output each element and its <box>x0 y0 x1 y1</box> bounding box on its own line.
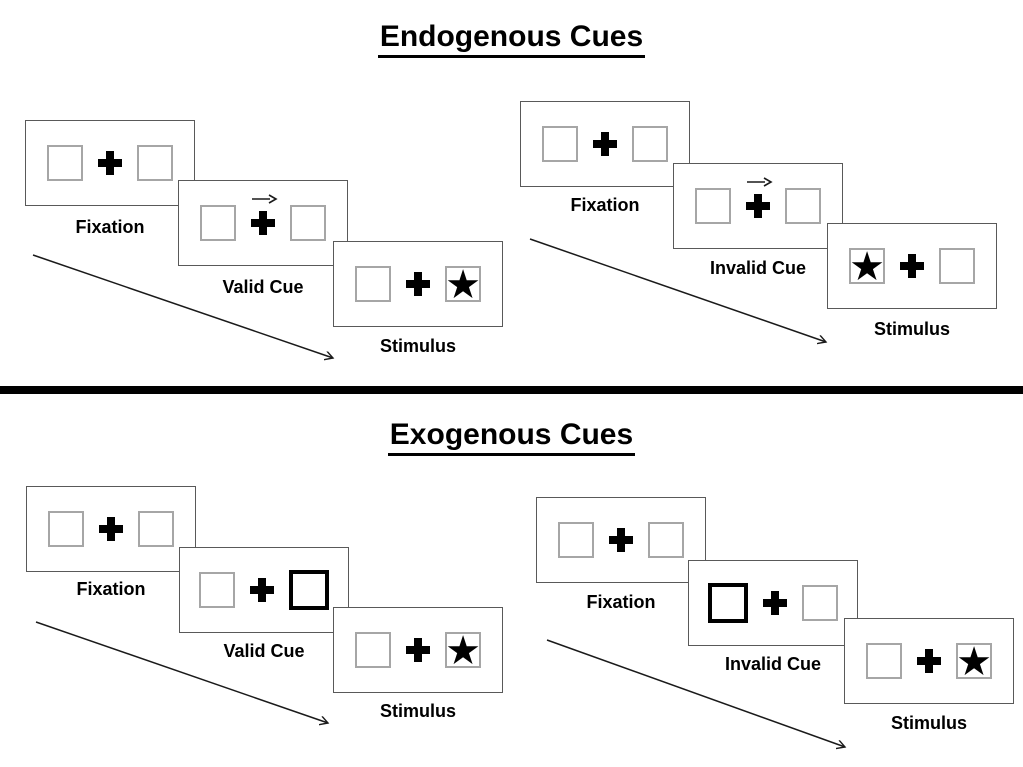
endo-valid-cue-panel <box>178 180 348 266</box>
endo-valid-stimulus-panel: ★ <box>333 241 503 327</box>
endogenous-section-title: Endogenous Cues <box>0 20 1023 58</box>
left-box <box>695 188 731 224</box>
section-divider <box>0 386 1023 394</box>
right-box <box>802 585 838 621</box>
left-box <box>355 266 391 302</box>
frame-label: Fixation <box>570 195 640 215</box>
star-icon: ★ <box>445 628 481 674</box>
frame-label: Valid Cue <box>222 277 304 297</box>
exo-invalid-stimulus-panel: ★ <box>844 618 1014 704</box>
right-box <box>137 145 173 181</box>
endo-invalid-cue-panel <box>673 163 843 249</box>
fixation-cross-icon <box>406 272 430 296</box>
fixation-cross-icon <box>250 578 274 602</box>
timeline-arrow <box>529 238 842 352</box>
right-box-cue-highlight <box>289 570 329 610</box>
exo-valid-stimulus-panel: ★ <box>333 607 503 693</box>
exogenous-section-title: Exogenous Cues <box>0 418 1023 456</box>
right-box-with-star: ★ <box>956 639 992 685</box>
fixation-cross-icon <box>98 151 122 175</box>
left-box <box>199 572 235 608</box>
frame-label: Fixation <box>75 217 145 237</box>
frame-label: Fixation <box>586 592 656 612</box>
left-box <box>355 632 391 668</box>
star-icon: ★ <box>956 639 992 685</box>
timeline-arrow <box>32 254 347 368</box>
timeline-arrow <box>35 621 344 731</box>
frame-label: Stimulus <box>890 713 967 733</box>
fixation-cross-icon <box>99 517 123 541</box>
left-box <box>47 145 83 181</box>
endo-invalid-stimulus-panel: ★ <box>827 223 997 309</box>
right-box <box>632 126 668 162</box>
fixation-cross-icon <box>406 638 430 662</box>
left-box <box>558 522 594 558</box>
right-box <box>290 205 326 241</box>
left-box <box>866 643 902 679</box>
frame-label: Stimulus <box>379 701 456 721</box>
left-box <box>200 205 236 241</box>
fixation-cross-icon <box>251 211 275 235</box>
star-icon: ★ <box>445 262 481 308</box>
endo-valid-fixation-panel <box>25 120 195 206</box>
right-box-with-star: ★ <box>445 628 481 674</box>
left-box <box>542 126 578 162</box>
frame-label: Stimulus <box>379 336 456 356</box>
fixation-cross-icon <box>763 591 787 615</box>
exo-valid-cue-panel <box>179 547 349 633</box>
right-box <box>138 511 174 547</box>
fixation-cross-icon <box>609 528 633 552</box>
fixation-cross-icon <box>593 132 617 156</box>
right-arrow-icon <box>252 194 278 204</box>
timeline-arrow <box>546 639 859 758</box>
fixation-cross-icon <box>917 649 941 673</box>
exo-invalid-cue-panel <box>688 560 858 646</box>
frame-label: Valid Cue <box>223 641 305 661</box>
left-box <box>48 511 84 547</box>
right-box-with-star: ★ <box>445 262 481 308</box>
frame-label: Invalid Cue <box>724 654 822 674</box>
frame-label: Stimulus <box>873 319 950 339</box>
endo-invalid-fixation-panel <box>520 101 690 187</box>
right-box <box>648 522 684 558</box>
exo-valid-fixation-panel <box>26 486 196 572</box>
right-arrow-icon <box>747 177 773 187</box>
right-box <box>939 248 975 284</box>
fixation-cross-icon <box>900 254 924 278</box>
right-box <box>785 188 821 224</box>
frame-label: Invalid Cue <box>709 258 807 278</box>
left-box-cue-highlight <box>708 583 748 623</box>
left-box-with-star: ★ <box>849 244 885 290</box>
frame-label: Fixation <box>76 579 146 599</box>
fixation-cross-icon <box>746 194 770 218</box>
star-icon: ★ <box>849 244 885 290</box>
exo-invalid-fixation-panel <box>536 497 706 583</box>
